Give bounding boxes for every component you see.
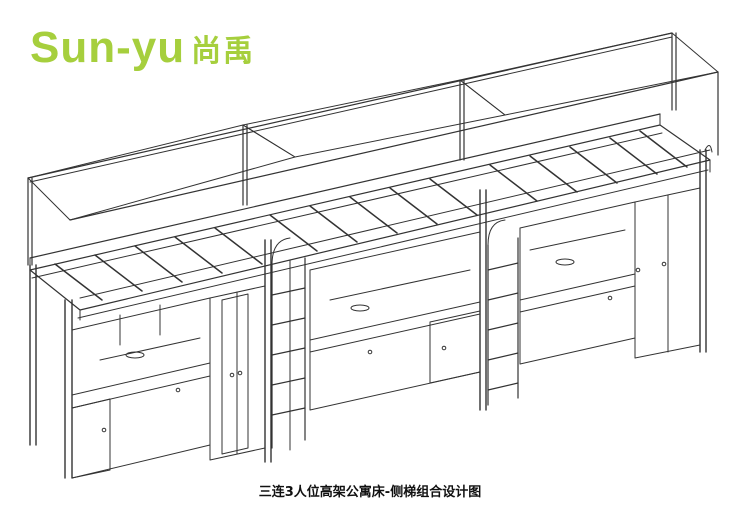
logo-text-cjk: 尚禹 <box>191 34 256 69</box>
drawing-caption: 三连3人位高架公寓床-侧梯组合设计图 <box>258 485 482 500</box>
brand-logo: Sun-yu 尚禹 <box>30 18 255 78</box>
ladder-2 <box>487 237 519 406</box>
wardrobe-1 <box>209 285 266 461</box>
desk-unit-3 <box>519 201 636 365</box>
bed-deck <box>29 113 711 321</box>
canopy-posts <box>27 32 719 266</box>
bed-slats <box>54 130 688 301</box>
bed-legs <box>29 149 707 479</box>
ladder-rails <box>271 145 713 266</box>
wardrobe-3 <box>634 187 701 359</box>
logo-text-latin: Sun-yu <box>30 23 186 72</box>
ladder-1 <box>271 257 306 449</box>
desk-unit-1 <box>71 297 211 479</box>
desk-unit-2 <box>289 231 481 451</box>
